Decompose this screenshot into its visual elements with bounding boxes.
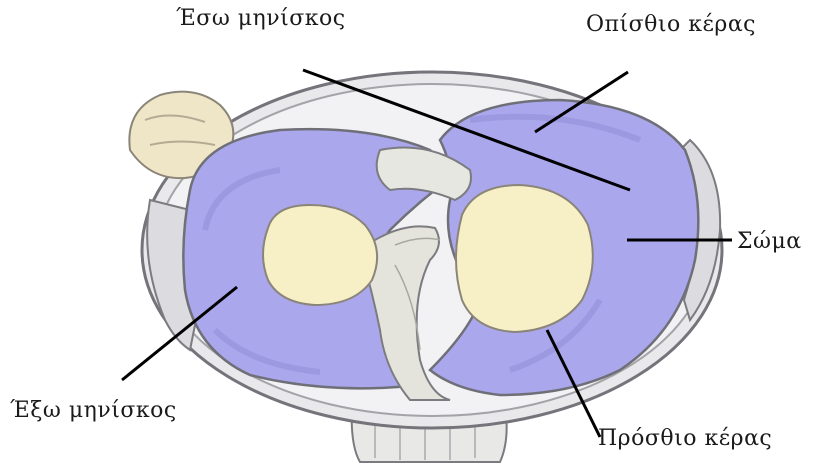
label-prosthio-keras: Πρόσθιο κέρας bbox=[598, 426, 772, 451]
label-soma: Σώμα bbox=[737, 229, 802, 254]
label-exo-mniskos: Έξω μηνίσκος bbox=[10, 398, 177, 423]
lateral-cartilage bbox=[263, 205, 377, 305]
label-eso-mniskos: Έσω μηνίσκος bbox=[176, 6, 346, 31]
medial-cartilage bbox=[456, 185, 593, 332]
label-opisthio-keras: Οπίσθιο κέρας bbox=[586, 12, 756, 37]
